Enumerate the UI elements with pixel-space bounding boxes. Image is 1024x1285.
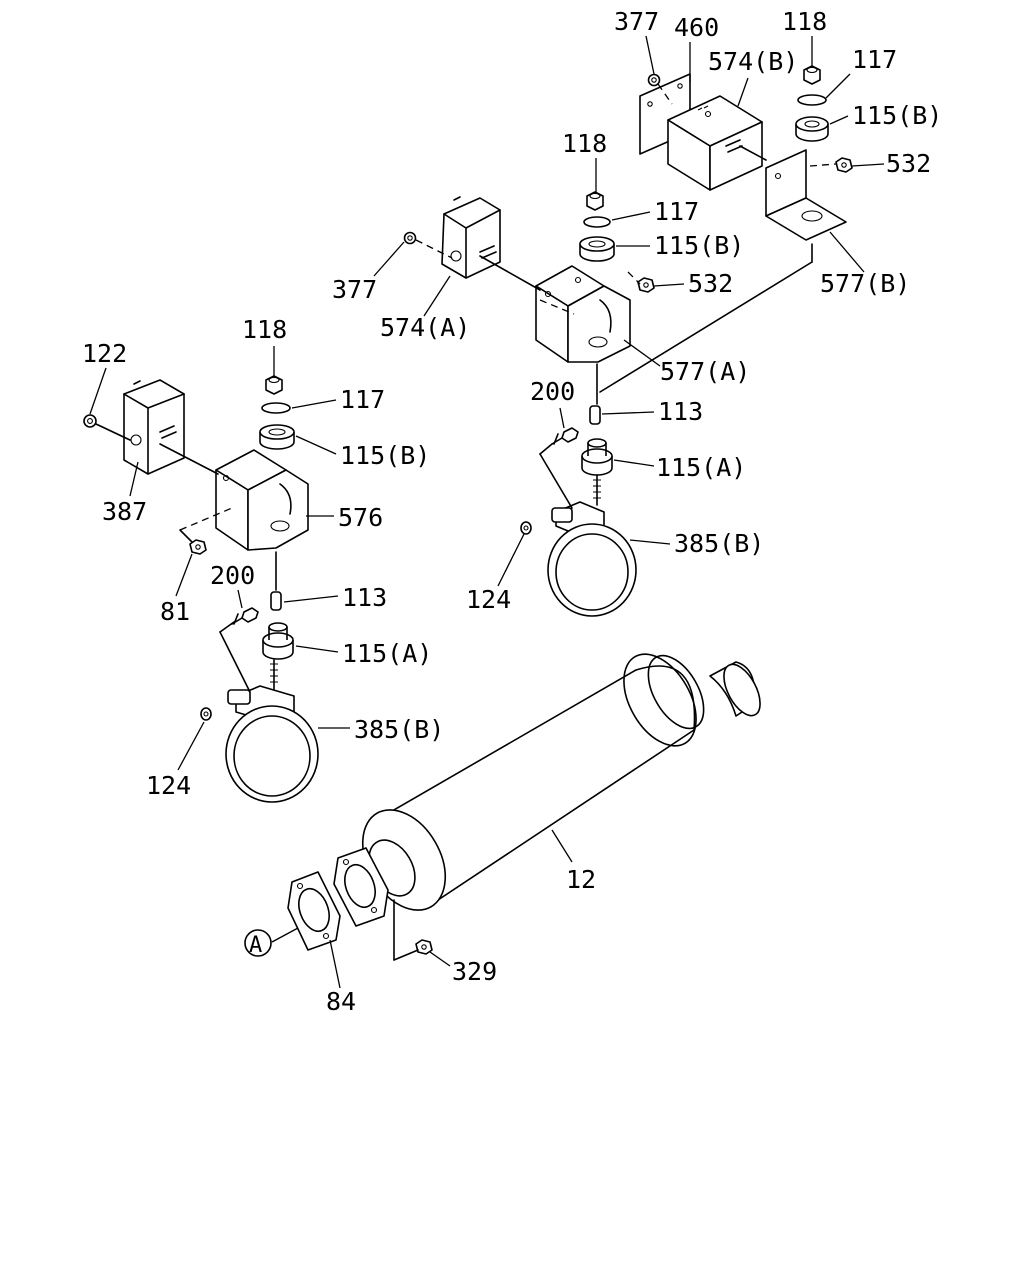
label-385b-middle: 385(B) — [674, 529, 764, 558]
bolt-200-middle — [551, 427, 579, 445]
bracket-577a — [535, 265, 631, 363]
reference-marker-a-label: A — [249, 933, 262, 958]
clamp-385b-left — [225, 659, 319, 803]
label-387: 387 — [102, 497, 147, 526]
bushing-115a-left — [262, 622, 294, 660]
nut-81 — [189, 539, 207, 555]
nut-118-top-right — [803, 65, 821, 85]
label-118-middle: 118 — [562, 129, 607, 158]
nut-377-top — [647, 73, 661, 87]
label-532-middle: 532 — [688, 269, 733, 298]
label-115b-top-right: 115(B) — [852, 101, 942, 130]
label-81: 81 — [160, 597, 190, 626]
bushing-115b-left — [259, 424, 295, 450]
label-200-left: 200 — [210, 561, 255, 590]
label-117-top-right: 117 — [852, 45, 897, 74]
bracket-576 — [215, 449, 309, 551]
bushing-115b-middle — [579, 236, 615, 262]
bracket-577b — [765, 149, 847, 241]
nut-329 — [415, 939, 433, 955]
label-329: 329 — [452, 957, 497, 986]
nut-532-middle — [637, 277, 655, 293]
muffler-12 — [361, 653, 761, 911]
label-577b: 577(B) — [820, 269, 910, 298]
label-574b: 574(B) — [708, 47, 798, 76]
label-576: 576 — [338, 503, 383, 532]
bushing-115a-middle — [581, 438, 613, 476]
nut-377-middle — [403, 231, 417, 245]
bracket-574a — [441, 196, 501, 279]
label-377-top: 377 — [614, 7, 659, 36]
pin-113-middle — [589, 405, 601, 425]
clamp-385b-middle — [547, 474, 637, 617]
washer-117-middle — [583, 216, 611, 228]
washer-117-top-right — [797, 94, 827, 106]
washer-124-left — [200, 707, 212, 721]
callout-labels: 377 460 574(B) 118 117 115(B) 532 118 11… — [82, 7, 942, 1016]
flange-muffler — [333, 847, 389, 927]
leader-lines — [89, 35, 885, 989]
nut-118-middle — [586, 191, 604, 211]
assembly-lines — [95, 83, 837, 961]
pin-113-left — [270, 591, 282, 611]
label-118-left: 118 — [242, 315, 287, 344]
label-200-middle: 200 — [530, 377, 575, 406]
label-115b-left: 115(B) — [340, 441, 430, 470]
reference-marker-a: A — [244, 929, 272, 958]
gasket-84 — [287, 871, 341, 951]
label-113-middle: 113 — [658, 397, 703, 426]
label-117-middle: 117 — [654, 197, 699, 226]
label-115a-middle: 115(A) — [656, 453, 746, 482]
label-574a: 574(A) — [380, 313, 470, 342]
label-84: 84 — [326, 987, 356, 1016]
label-532-right: 532 — [886, 149, 931, 178]
label-385b-left: 385(B) — [354, 715, 444, 744]
label-118-top-right: 118 — [782, 7, 827, 36]
bracket-387 — [123, 379, 185, 475]
bolt-200-left — [231, 607, 259, 625]
nut-532-right — [835, 157, 853, 173]
nut-122 — [83, 414, 97, 428]
label-113-left: 113 — [342, 583, 387, 612]
label-124-middle: 124 — [466, 585, 511, 614]
label-117-left: 117 — [340, 385, 385, 414]
label-12: 12 — [566, 865, 596, 894]
label-122: 122 — [82, 339, 127, 368]
nut-118-left — [265, 375, 283, 395]
bracket-574b — [667, 95, 763, 191]
label-460: 460 — [674, 13, 719, 42]
label-377-middle: 377 — [332, 275, 377, 304]
washer-117-left — [261, 402, 291, 414]
label-577a: 577(A) — [660, 357, 750, 386]
label-115b-middle: 115(B) — [654, 231, 744, 260]
bushing-115b-top-right — [795, 116, 829, 142]
label-124-left: 124 — [146, 771, 191, 800]
label-115a-left: 115(A) — [342, 639, 432, 668]
washer-124-middle — [520, 521, 532, 535]
